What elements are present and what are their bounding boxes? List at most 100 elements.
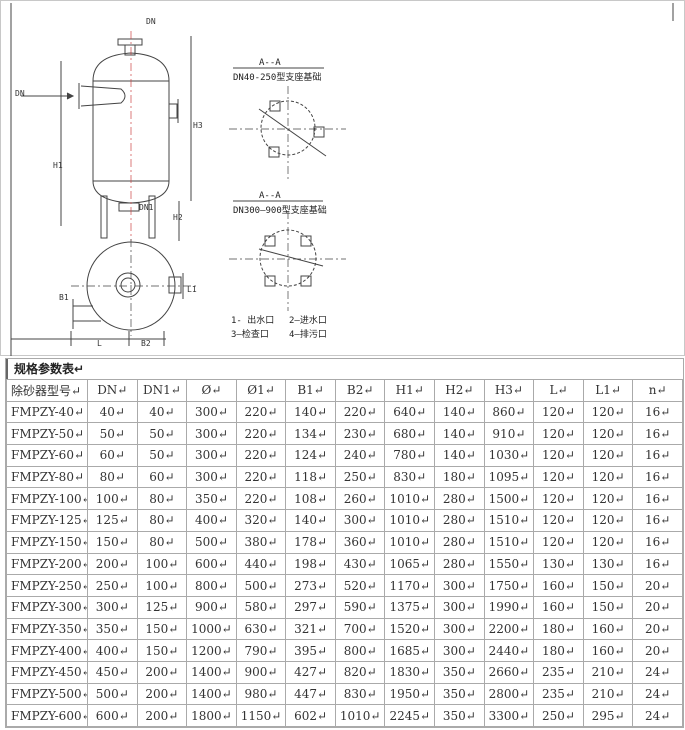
table-cell: 280↵ — [434, 509, 485, 532]
table-cell: 2800↵ — [483, 682, 535, 706]
table-cell: 910↵ — [483, 422, 535, 446]
table-cell: 980↵ — [235, 682, 287, 706]
table-cell: 220↵ — [334, 400, 386, 424]
table-cell: 124↵ — [285, 444, 336, 467]
table-cell: 200↵ — [136, 682, 188, 706]
table-row: FMPZY-500↵500↵200↵1400↵980↵447↵830↵1950↵… — [6, 682, 683, 706]
table-cell: 24↵ — [632, 704, 683, 727]
table-cell: B2↵ — [334, 379, 386, 402]
table-cell: FMPZY-100↵ — [6, 487, 88, 511]
table-cell: 80↵ — [136, 487, 188, 511]
table-cell: 16↵ — [632, 400, 683, 424]
table-cell: 40↵ — [136, 400, 188, 424]
table-row: FMPZY-600↵600↵200↵1800↵1150↵602↵1010↵224… — [6, 704, 683, 727]
table-cell: 250↵ — [334, 465, 386, 489]
table-cell: 600↵ — [186, 552, 237, 576]
table-cell: 1010↵ — [384, 530, 436, 554]
table-cell: 350↵ — [434, 660, 485, 684]
table-cell: 427↵ — [285, 660, 336, 684]
table-cell: 80↵ — [136, 530, 188, 554]
table-cell: 1170↵ — [384, 574, 436, 597]
table-cell: Ø↵ — [186, 379, 237, 402]
l1-label: L1 — [187, 285, 197, 294]
table-cell: 150↵ — [582, 595, 634, 619]
legend-item: 3—检查口 — [231, 330, 269, 340]
section2-mark: A--A — [259, 191, 281, 201]
table-cell: 118↵ — [285, 465, 336, 489]
table-row: FMPZY-50↵50↵50↵300↵220↵134↵230↵680↵140↵9… — [6, 422, 683, 446]
table-cell: 200↵ — [136, 704, 188, 727]
table-cell: 447↵ — [285, 682, 336, 706]
h2-label: H2 — [173, 213, 183, 222]
table-cell: 120↵ — [533, 422, 584, 446]
technical-drawing: DN DN DN1 H1 H2 H3 B1 L B2 L1 A--A DN40-… — [0, 0, 685, 356]
table-cell: 120↵ — [533, 487, 584, 511]
table-cell: 2660↵ — [483, 660, 535, 684]
table-cell: 178↵ — [285, 530, 336, 554]
table-cell: 60↵ — [87, 444, 138, 467]
table-cell: 220↵ — [235, 422, 287, 446]
table-cell: 80↵ — [136, 509, 188, 532]
table-cell: FMPZY-200↵ — [6, 552, 88, 576]
table-cell: 350↵ — [434, 704, 485, 727]
table-cell: 295↵ — [582, 704, 634, 727]
table-cell: 130↵ — [582, 552, 634, 576]
table-cell: 590↵ — [334, 595, 386, 619]
table-cell: 1150↵ — [235, 704, 287, 727]
table-cell: 1800↵ — [186, 704, 237, 727]
table-cell: 350↵ — [186, 487, 237, 511]
table-cell: 125↵ — [87, 509, 138, 532]
table-cell: 350↵ — [87, 617, 138, 641]
table-cell: 235↵ — [533, 660, 584, 684]
table-cell: 210↵ — [582, 682, 634, 706]
table-cell: 120↵ — [582, 465, 634, 489]
table-cell: 300↵ — [186, 444, 237, 467]
table-cell: 450↵ — [87, 660, 138, 684]
table-cell: 640↵ — [384, 400, 436, 424]
table-cell: 1510↵ — [483, 509, 535, 532]
table-cell: FMPZY-250↵ — [6, 574, 88, 597]
table-row: FMPZY-250↵250↵100↵800↵500↵273↵520↵1170↵3… — [6, 574, 683, 597]
table-cell: 440↵ — [235, 552, 287, 576]
table-cell: 160↵ — [582, 639, 634, 662]
table-cell: 1095↵ — [483, 465, 535, 489]
table-cell: FMPZY-60↵ — [6, 444, 88, 467]
table-cell: 220↵ — [235, 487, 287, 511]
table-cell: 2245↵ — [384, 704, 436, 727]
b1-label: B1 — [59, 293, 69, 302]
table-cell: 630↵ — [235, 617, 287, 641]
table-cell: 120↵ — [582, 487, 634, 511]
table-cell: 20↵ — [632, 617, 683, 641]
table-cell: FMPZY-600↵ — [6, 704, 88, 727]
table-cell: 16↵ — [632, 509, 683, 532]
table-cell: 800↵ — [186, 574, 237, 597]
table-cell: 500↵ — [235, 574, 287, 597]
table-cell: 120↵ — [533, 509, 584, 532]
table-cell: 1200↵ — [186, 639, 237, 662]
table-cell: 100↵ — [136, 574, 188, 597]
table-cell: 820↵ — [334, 660, 386, 684]
table-cell: H3↵ — [483, 379, 535, 402]
table-cell: 60↵ — [136, 465, 188, 489]
table-cell: 120↵ — [533, 444, 584, 467]
b2-label: B2 — [141, 339, 151, 348]
table-row: FMPZY-150↵150↵80↵500↵380↵178↵360↵1010↵28… — [6, 530, 683, 554]
table-cell: 500↵ — [87, 682, 138, 706]
table-cell: 180↵ — [533, 617, 584, 641]
table-cell: 400↵ — [186, 509, 237, 532]
table-cell: 220↵ — [235, 444, 287, 467]
table-cell: 除砂器型号↵ — [6, 379, 88, 402]
table-cell: 120↵ — [582, 400, 634, 424]
table-cell: 1065↵ — [384, 552, 436, 576]
table-cell: 300↵ — [434, 639, 485, 662]
table-cell: 180↵ — [434, 465, 485, 489]
table-row: FMPZY-450↵450↵200↵1400↵900↵427↵820↵1830↵… — [6, 660, 683, 684]
dn1-label: DN1 — [139, 203, 154, 212]
table-cell: 50↵ — [136, 444, 188, 467]
table-cell: 50↵ — [136, 422, 188, 446]
table-cell: H1↵ — [384, 379, 436, 402]
table-cell: 1030↵ — [483, 444, 535, 467]
table-cell: 130↵ — [533, 552, 584, 576]
table-cell: FMPZY-400↵ — [6, 639, 88, 662]
h1-label: H1 — [53, 161, 63, 170]
